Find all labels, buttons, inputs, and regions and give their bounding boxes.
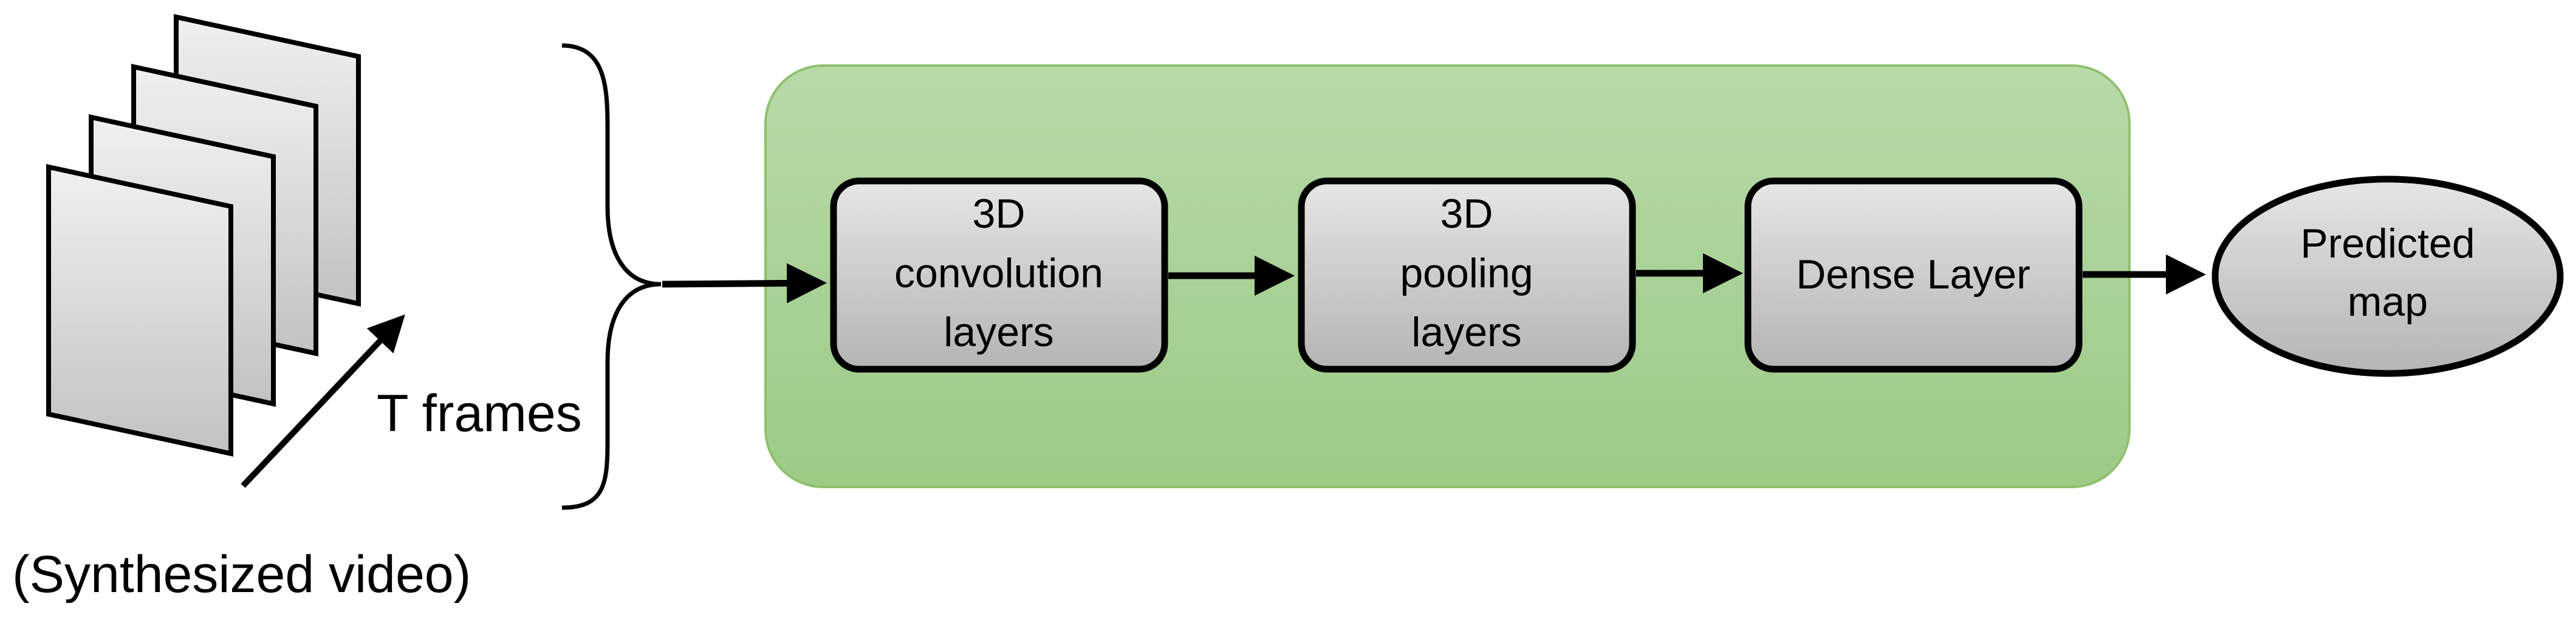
time-arrow bbox=[241, 314, 405, 488]
conv-block-label-line-2: convolution bbox=[894, 250, 1103, 296]
pool-block-label-line-1: 3D bbox=[1440, 191, 1493, 237]
conv-block-box bbox=[830, 177, 1168, 373]
predicted-map-node: Predicted map bbox=[2211, 175, 2564, 377]
video-frame-1 bbox=[46, 164, 233, 457]
dense-block-label: Dense Layer bbox=[1796, 251, 2030, 298]
predicted-map-ellipse bbox=[2211, 175, 2564, 377]
pool-block-box bbox=[1298, 177, 1636, 373]
pool-block-label-line-2: pooling bbox=[1400, 250, 1533, 296]
conv-block-label-line-1: 3D bbox=[973, 191, 1026, 237]
frames-brace bbox=[561, 43, 662, 510]
pool-block-label-line-3: layers bbox=[1411, 309, 1521, 355]
dense-block: Dense Layer bbox=[1744, 177, 2083, 373]
video-frames-stack bbox=[46, 14, 361, 457]
dense-block-box bbox=[1744, 177, 2083, 373]
predicted-map-label-line-2: map bbox=[2348, 279, 2428, 325]
pool-block: 3D pooling layers bbox=[1298, 177, 1636, 373]
conv-block-label-line-3: layers bbox=[944, 309, 1053, 355]
arrow-input-to-conv bbox=[662, 263, 827, 304]
frames-label: T frames bbox=[377, 384, 582, 443]
video-caption: (Synthesized video) bbox=[12, 545, 471, 604]
predicted-map-label-line-1: Predicted bbox=[2300, 220, 2475, 267]
conv-block: 3D convolution layers bbox=[830, 177, 1168, 373]
